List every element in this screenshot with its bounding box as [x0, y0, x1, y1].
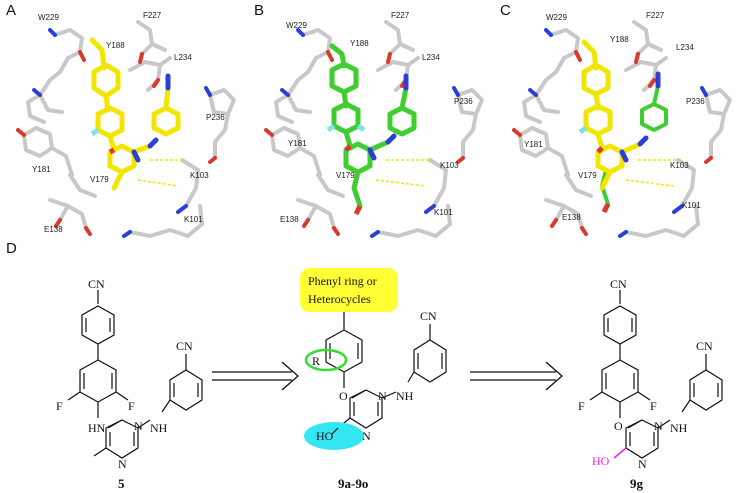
atom-cn: CN — [696, 339, 713, 353]
docking-panel-b: W229 F227 Y188 L234 P236 Y181 K103 V179 … — [264, 11, 484, 238]
compound-label-5: 5 — [118, 476, 125, 491]
highlight-text: Phenyl ring or — [308, 274, 377, 288]
atom-n: N — [118, 457, 127, 471]
atom-f: F — [650, 399, 657, 413]
atom-o: O — [614, 419, 623, 433]
residue-label: Y181 — [32, 165, 51, 174]
structure-compound-9a-9o: Phenyl ring or Heterocycles R O N NH N C… — [300, 268, 447, 491]
atom-ho-magenta: HO — [592, 454, 610, 468]
atom-nh: NH — [150, 421, 168, 435]
residue-label: P236 — [454, 97, 473, 106]
residue-label: V179 — [90, 175, 109, 184]
panel-label-b: B — [254, 2, 265, 19]
hydroxymethyl-ellipse — [304, 422, 364, 450]
residue-label: P236 — [686, 97, 705, 106]
arrow-right-1 — [212, 361, 299, 391]
residue-label: V179 — [336, 171, 355, 180]
residue-label: L234 — [676, 43, 694, 52]
atom-cn: CN — [88, 277, 105, 291]
residue-label: F227 — [646, 11, 665, 20]
arrow-right-2 — [470, 361, 563, 391]
highlight-text: Heterocycles — [308, 292, 371, 306]
atom-f: F — [128, 399, 135, 413]
atom-ho: HO — [316, 429, 334, 443]
atom-n: N — [378, 389, 387, 403]
residue-label: Y188 — [610, 35, 629, 44]
r-group-ellipse — [304, 348, 348, 372]
residue-label: K103 — [190, 171, 209, 180]
structure-compound-9g: CN F F O N NH N CN HO 9g — [578, 277, 723, 491]
residue-label: E138 — [280, 215, 299, 224]
compound-label-9g: 9g — [630, 476, 644, 491]
docking-panel-a: W229 F227 Y188 L234 P236 Y181 K103 V179 … — [16, 11, 236, 238]
atom-n: N — [638, 457, 647, 471]
panel-label-c: C — [500, 2, 511, 19]
compound-label-9a-9o: 9a-9o — [338, 476, 368, 491]
residue-label: F227 — [143, 11, 162, 20]
panel-label-a: A — [6, 2, 17, 19]
atom-n: N — [362, 429, 371, 443]
ligand-green — [329, 43, 417, 209]
residue-label: K101 — [682, 201, 701, 210]
residue-label: K103 — [440, 161, 459, 170]
atom-cn: CN — [610, 277, 627, 291]
atom-cn: CN — [176, 339, 193, 353]
residue-label: Y181 — [524, 140, 543, 149]
residue-label: Y188 — [350, 39, 369, 48]
heterocycle-highlight — [300, 268, 398, 312]
atom-f: F — [578, 399, 585, 413]
atom-n: N — [654, 419, 663, 433]
atom-cn: CN — [420, 309, 437, 323]
residue-label: K103 — [670, 161, 689, 170]
residue-label: P236 — [206, 113, 225, 122]
atom-o: O — [339, 389, 348, 403]
residue-label: W229 — [38, 13, 59, 22]
residue-label: E138 — [44, 225, 63, 234]
atom-nh: NH — [396, 389, 414, 403]
residue-label: L234 — [422, 53, 440, 62]
atom-hn: HN — [88, 421, 106, 435]
residue-label: W229 — [546, 13, 567, 22]
residue-label: Y181 — [288, 139, 307, 148]
atom-nh: NH — [670, 421, 688, 435]
residue-label: W229 — [286, 21, 307, 30]
residue-label: K101 — [184, 215, 203, 224]
residue-label: V179 — [578, 171, 597, 180]
atom-r: R — [312, 354, 320, 368]
ligand-yellow-overlay — [581, 39, 643, 191]
docking-panel-c: W229 F227 Y188 L234 P236 Y181 K103 V179 … — [512, 11, 732, 238]
residue-label: L234 — [174, 53, 192, 62]
residue-label: E138 — [562, 213, 581, 222]
panel-label-d: D — [6, 240, 17, 257]
residue-label: F227 — [391, 11, 410, 20]
atom-n: N — [134, 419, 143, 433]
structure-compound-5: CN F F HN NH N N CN 5 — [56, 277, 203, 491]
residue-label: K101 — [434, 208, 453, 217]
residue-label: Y188 — [106, 41, 125, 50]
atom-f: F — [56, 399, 63, 413]
